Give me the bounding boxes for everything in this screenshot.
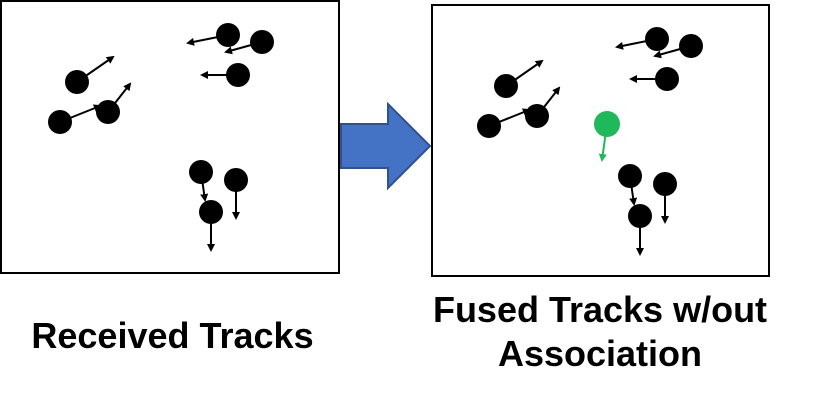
track-marker	[679, 34, 703, 58]
received-tracks-panel	[0, 0, 340, 274]
track-marker	[618, 164, 642, 188]
track-marker	[477, 114, 501, 138]
track-marker	[653, 172, 677, 196]
right-block-arrow-icon	[340, 101, 432, 191]
track-cluster-bottom	[189, 160, 248, 252]
received-tracks-caption: Received Tracks	[31, 315, 314, 356]
track-marker	[494, 74, 518, 98]
track-marker	[250, 30, 274, 54]
track-marker	[189, 160, 213, 184]
fused-tracks-caption: Fused Tracks w/out Association	[405, 288, 795, 376]
track-marker	[48, 110, 72, 134]
received-tracks-frame	[0, 0, 340, 274]
fused-track	[594, 111, 620, 162]
track-cluster-left	[48, 55, 132, 134]
fusion-diagram	[0, 0, 770, 277]
fused-tracks-caption-line-1: Fused Tracks w/out	[432, 289, 768, 330]
track-marker	[65, 70, 89, 94]
track-marker	[96, 100, 120, 124]
track-cluster-top-right	[186, 23, 274, 87]
track-marker	[199, 200, 223, 224]
track-marker	[628, 204, 652, 228]
fused-tracks-caption-line-2: Association	[497, 333, 703, 374]
track-marker	[645, 27, 669, 51]
track-cluster-left	[477, 59, 561, 138]
track-marker	[226, 63, 250, 87]
track-marker	[216, 23, 240, 47]
fused-tracks-panel	[431, 4, 770, 277]
fused-tracks-frame	[431, 4, 770, 277]
fused-track-marker	[594, 111, 620, 137]
track-marker	[224, 168, 248, 192]
track-marker	[525, 104, 549, 128]
track-marker	[655, 67, 679, 91]
track-cluster-top-right	[615, 27, 703, 91]
track-cluster-bottom	[618, 164, 677, 256]
